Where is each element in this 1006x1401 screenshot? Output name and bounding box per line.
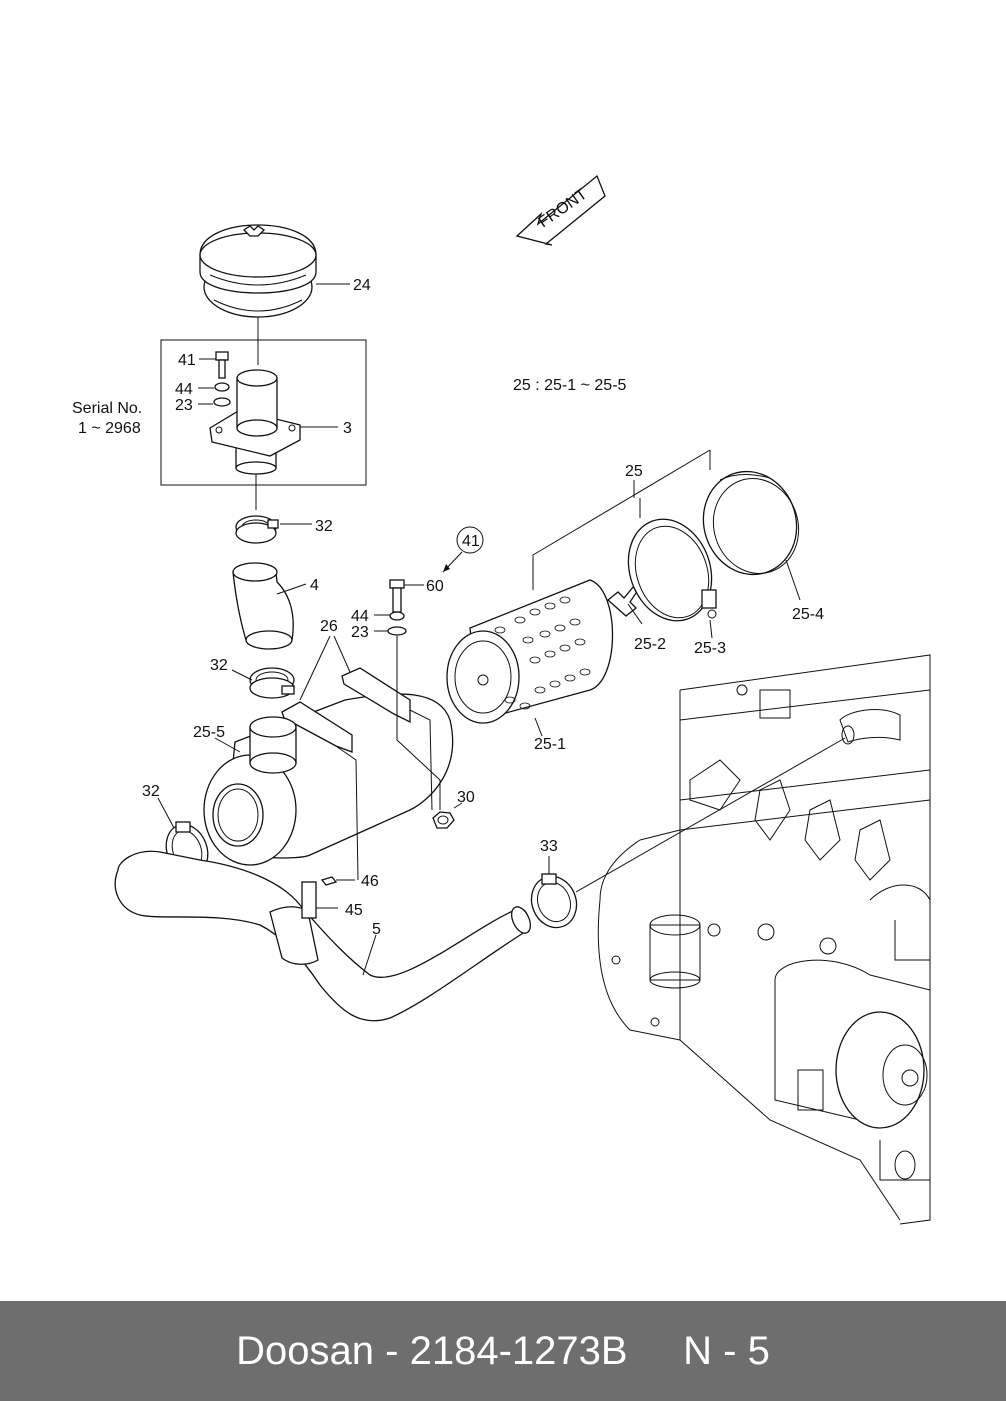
serial-box (160, 339, 367, 486)
filter-element-25-1 (446, 579, 614, 737)
group-note: 25 : 25-1 ~ 25-5 (513, 377, 627, 394)
label-33: 33 (540, 838, 558, 855)
hose-clamp-32-top (235, 515, 312, 544)
hose-clamp-32-middle (231, 667, 295, 699)
washer-44 (389, 611, 405, 621)
label-32-lower: 32 (142, 783, 160, 800)
bolt-60 (389, 579, 424, 613)
label-44-top: 44 (175, 381, 193, 398)
footer-bar: Doosan - 2184-1273B N - 5 (0, 1301, 1006, 1401)
footer-separator: - (374, 1328, 410, 1373)
label-25-3: 25-3 (694, 640, 726, 657)
label-3: 3 (343, 420, 352, 437)
footer-gap (628, 1329, 684, 1374)
washer-44-top (214, 382, 230, 392)
label-25: 25 (625, 463, 643, 480)
washer-23 (387, 626, 407, 636)
label-32-top: 32 (315, 518, 333, 535)
label-60: 60 (426, 578, 444, 595)
front-arrow: FRONT (515, 174, 606, 246)
label-25-1: 25-1 (534, 736, 566, 753)
footer-page: N - 5 (683, 1328, 770, 1373)
label-26: 26 (320, 618, 338, 635)
adapter-3 (209, 369, 338, 475)
precleaner-cap-24 (199, 224, 350, 318)
ref-circle-41 (456, 526, 484, 554)
label-30: 30 (457, 789, 475, 806)
label-41-circle: 41 (462, 533, 480, 550)
bolt-46 (320, 876, 355, 886)
label-44: 44 (351, 608, 369, 625)
label-5: 5 (372, 921, 381, 938)
elbow-hose-4 (232, 562, 307, 650)
serial-range: 1 ~ 2968 (78, 420, 141, 437)
label-24: 24 (353, 277, 371, 294)
footer-brand: Doosan (236, 1328, 375, 1373)
engine-block (597, 654, 931, 1225)
label-23-top: 23 (175, 397, 193, 414)
band-clamp-25-3 (627, 518, 717, 639)
nut-30 (432, 780, 463, 829)
parts-diagram: FRONT (72, 174, 931, 1225)
intake-hose-5 (114, 850, 532, 1022)
label-23: 23 (351, 624, 369, 641)
label-32-middle: 32 (210, 657, 228, 674)
washer-23-top (213, 397, 231, 407)
footer-part-number: 2184-1273B (409, 1328, 628, 1373)
label-25-2: 25-2 (634, 636, 666, 653)
hose-clamp-33 (530, 737, 846, 929)
cover-ring-25-4 (702, 470, 801, 601)
label-46: 46 (361, 873, 379, 890)
group-bracket-25 (532, 449, 711, 590)
label-45: 45 (345, 902, 363, 919)
bracket-45 (301, 881, 338, 919)
air-cleaner-housing-25-5 (203, 667, 454, 881)
bolt-41-top (199, 351, 229, 379)
label-25-5: 25-5 (193, 724, 225, 741)
label-25-4: 25-4 (792, 606, 824, 623)
label-41-top: 41 (178, 352, 196, 369)
label-4: 4 (310, 577, 319, 594)
serial-title: Serial No. (72, 400, 142, 417)
